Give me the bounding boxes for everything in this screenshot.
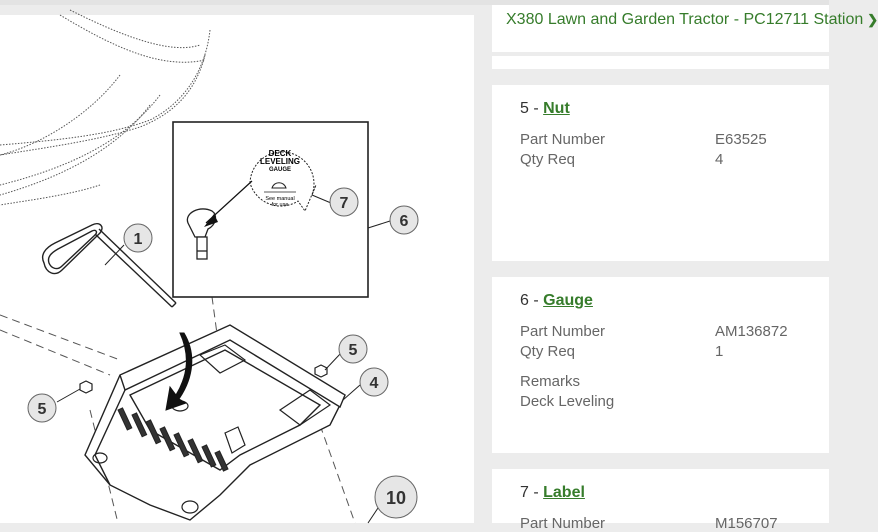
- part-number-label: Part Number: [520, 323, 606, 340]
- header-card: X380 Lawn and Garden Tractor - PC12711 S…: [492, 5, 878, 52]
- part-title: 7 - Label: [520, 484, 585, 501]
- qty-value: 1: [715, 343, 724, 360]
- nut-parts: [79, 364, 328, 394]
- part-card-5: 5 - Nut Part Number E63525 Qty Req 4: [492, 85, 829, 261]
- inset-label-line1: DECK: [269, 149, 292, 158]
- part-name-link[interactable]: Nut: [543, 100, 570, 117]
- qty-label: Qty Req: [520, 343, 576, 360]
- gauge-ribs: [117, 407, 229, 472]
- part-name-link[interactable]: Label: [543, 484, 585, 501]
- gauge-holes: [92, 344, 332, 514]
- qty-label: Qty Req: [520, 151, 576, 168]
- svg-text:5: 5: [38, 401, 47, 418]
- part-callout-number: 5: [520, 100, 529, 117]
- callout-5-right[interactable]: 5: [338, 334, 368, 364]
- gauge-glyph: [271, 182, 287, 189]
- inset-label-line2: LEVELING: [260, 157, 300, 166]
- gauge-label-graphic: [249, 151, 317, 213]
- parts-diagram-panel[interactable]: DECK LEVELING GAUGE See manual for use: [0, 9, 474, 524]
- qty-value: 4: [715, 151, 724, 168]
- install-arrow: [165, 332, 193, 411]
- callout-1[interactable]: 1: [123, 223, 153, 253]
- breadcrumb[interactable]: X380 Lawn and Garden Tractor - PC12711 S…: [506, 11, 878, 28]
- parts-list-column: X380 Lawn and Garden Tractor - PC12711 S…: [492, 0, 878, 532]
- part-number-label: Part Number: [520, 515, 606, 532]
- parts-diagram[interactable]: DECK LEVELING GAUGE See manual for use: [0, 9, 474, 524]
- part-card-6: 6 - Gauge Part Number AM136872 Qty Req 1…: [492, 277, 829, 453]
- part-callout-number: 7: [520, 484, 529, 501]
- gauge-knob: [186, 208, 217, 260]
- part-title: 5 - Nut: [520, 100, 570, 117]
- gauge-plate: [84, 324, 346, 521]
- part-title: 6 - Gauge: [520, 292, 593, 309]
- callout-5-left[interactable]: 5: [27, 393, 57, 423]
- svg-text:6: 6: [400, 213, 409, 230]
- breadcrumb-title[interactable]: X380 Lawn and Garden Tractor - PC12711 S…: [506, 11, 864, 28]
- blank-card: [492, 56, 829, 69]
- remarks-value: Deck Leveling: [520, 393, 615, 410]
- top-strip: [0, 0, 829, 5]
- inset-label-note1: See manual: [265, 196, 294, 202]
- leader-lines: [56, 194, 391, 524]
- callout-4[interactable]: 4: [359, 367, 389, 397]
- svg-text:1: 1: [134, 231, 143, 248]
- part-card-7: 7 - Label Part Number M156707: [492, 469, 829, 532]
- svg-text:5: 5: [349, 342, 358, 359]
- part-number-value: AM136872: [715, 323, 788, 340]
- seat-outline: [0, 9, 211, 206]
- svg-text:10: 10: [386, 488, 406, 508]
- callout-6[interactable]: 6: [389, 205, 419, 235]
- callout-7[interactable]: 7: [329, 187, 359, 217]
- part-callout-number: 6: [520, 292, 529, 309]
- callout-10[interactable]: 10: [374, 475, 418, 519]
- part-number-value: M156707: [715, 515, 778, 532]
- part-name-link[interactable]: Gauge: [543, 292, 593, 309]
- svg-text:4: 4: [370, 375, 379, 392]
- chevron-right-icon[interactable]: ❯: [867, 12, 878, 27]
- part-number-value: E63525: [715, 131, 767, 148]
- remarks-label: Remarks: [520, 373, 581, 390]
- svg-text:7: 7: [340, 195, 349, 212]
- part-number-label: Part Number: [520, 131, 606, 148]
- inset-label-note2: for use: [272, 202, 289, 208]
- t-handle-wrench: [41, 223, 177, 308]
- inset-label-line3: GAUGE: [269, 167, 291, 173]
